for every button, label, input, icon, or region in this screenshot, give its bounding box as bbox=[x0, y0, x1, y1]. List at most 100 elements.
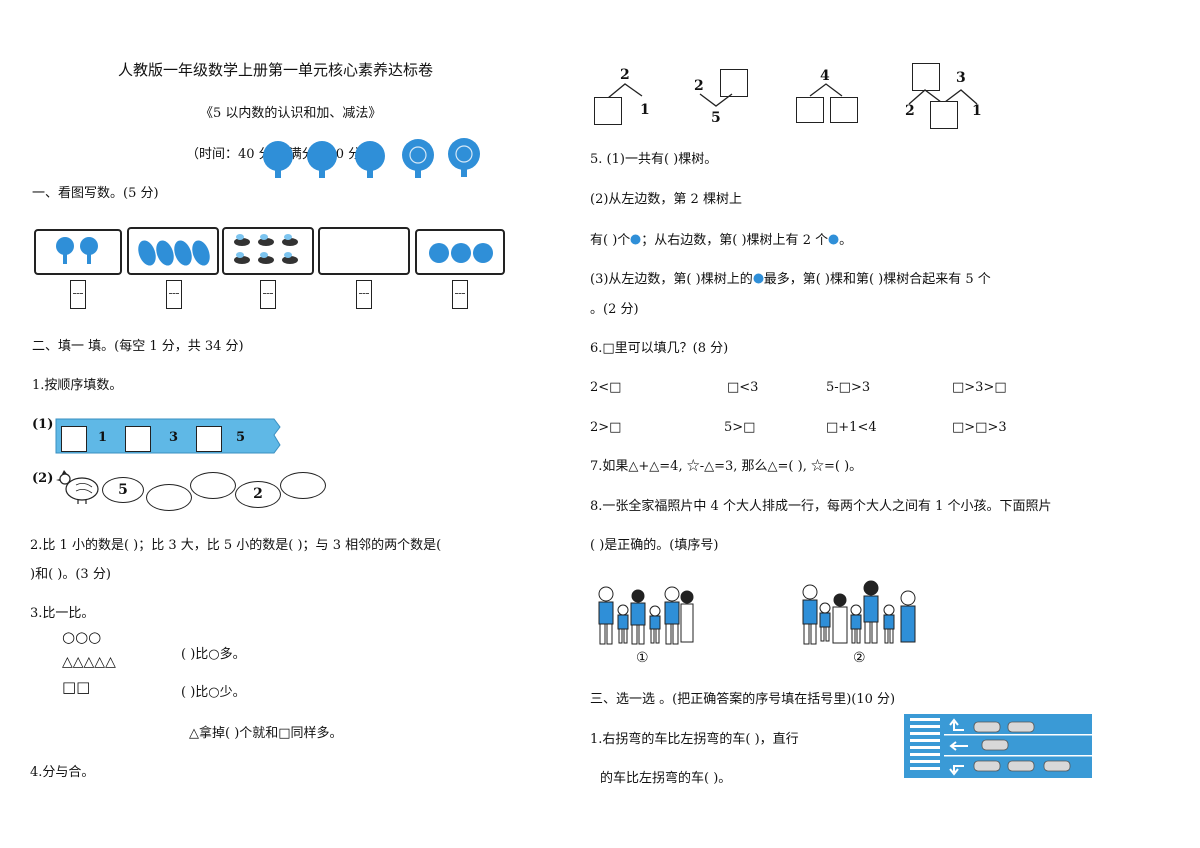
number-bond-lines bbox=[699, 93, 733, 107]
blank-box[interactable] bbox=[594, 97, 622, 125]
question-2-2-line2: )和( )。(3 分) bbox=[30, 567, 111, 582]
tree-icon bbox=[355, 141, 385, 178]
inequality: 2>□ bbox=[590, 420, 622, 435]
blank-box[interactable] bbox=[125, 426, 151, 452]
section-2-heading: 二、填一 填。(每空 1 分，共 34 分) bbox=[32, 339, 244, 354]
strawberry-icon bbox=[429, 243, 493, 263]
question-3-1-line1: 1.右拐弯的车比左拐弯的车( )，直行 bbox=[590, 732, 799, 747]
tree-icon bbox=[307, 141, 337, 178]
question-5-2-cont: 有( )个 ；从右边数，第( )棵树上有 2 个。 bbox=[590, 233, 852, 247]
answer-box[interactable] bbox=[166, 280, 182, 309]
strip-number: 3 bbox=[169, 430, 179, 445]
number-bond-value: 1 bbox=[640, 102, 650, 118]
question-3-1-line2: 的车比左拐弯的车( )。 bbox=[600, 771, 732, 786]
inequality: 2<□ bbox=[590, 380, 622, 395]
compare-blank-less: ( )比○少。 bbox=[181, 685, 246, 700]
blue-dot-icon bbox=[753, 273, 764, 284]
photo-label: ① bbox=[636, 650, 649, 666]
blank-box[interactable] bbox=[61, 426, 87, 452]
question-2-2-line1: 2.比 1 小的数是( )；比 3 大，比 5 小的数是( )；与 3 相邻的两… bbox=[30, 538, 442, 553]
number-bond-value: 2 bbox=[905, 103, 915, 119]
text-segment: 。 bbox=[839, 233, 853, 248]
blank-oval[interactable] bbox=[146, 484, 192, 511]
hen-icon bbox=[56, 470, 99, 504]
inequality: □>3>□ bbox=[952, 380, 1007, 395]
part-label: (2) bbox=[32, 471, 54, 486]
text-segment: ；从右边数，第( )棵树上有 2 个 bbox=[641, 233, 829, 248]
triangles-row: △△△△△ bbox=[62, 654, 116, 670]
picture-box-strawberries bbox=[415, 229, 505, 275]
blank-box[interactable] bbox=[930, 101, 958, 129]
blank-box[interactable] bbox=[720, 69, 748, 97]
inequality: □<3 bbox=[727, 380, 759, 395]
blue-dot-icon bbox=[630, 234, 641, 245]
circles-row: ○○○ bbox=[62, 628, 102, 646]
question-8-line1: 8.一张全家福照片中 4 个大人排成一行，每两个大人之间有 1 个小孩。下面照片 bbox=[590, 499, 1052, 514]
page-subtitle: 《5 以内数的认识和加、减法》 bbox=[200, 106, 382, 121]
traffic-lanes-illustration bbox=[904, 714, 1092, 778]
number-bond-value: 2 bbox=[620, 67, 630, 83]
blank-oval[interactable] bbox=[280, 472, 326, 499]
blank-box[interactable] bbox=[830, 97, 858, 123]
answer-box[interactable] bbox=[70, 280, 86, 309]
question-5-3: (3)从左边数，第( )棵树上的最多，第( )棵和第( )棵树合起来有 5 个 bbox=[590, 272, 991, 286]
question-8-line2: ( )是正确的。(填序号) bbox=[590, 538, 719, 553]
picture-box-bees bbox=[222, 227, 314, 275]
tree-icon bbox=[56, 237, 98, 264]
inequality: 5-□>3 bbox=[826, 380, 871, 395]
family-photo-2 bbox=[802, 580, 916, 645]
answer-box[interactable] bbox=[260, 280, 276, 309]
strip-number: 1 bbox=[98, 430, 108, 445]
picture-box-trees bbox=[34, 229, 122, 275]
text-segment: 有( )个 bbox=[590, 233, 631, 248]
picture-box-eggplants bbox=[127, 227, 219, 275]
question-7: 7.如果△+△=4, ☆-△=3, 那么△=( ), ☆=( )。 bbox=[590, 459, 863, 474]
page-title: 人教版一年级数学上册第一单元核心素养达标卷 bbox=[118, 61, 434, 79]
compare-blank-more: ( )比○多。 bbox=[181, 647, 246, 662]
tree-icon bbox=[448, 138, 480, 177]
tree-icon bbox=[263, 141, 293, 178]
blank-box[interactable] bbox=[912, 63, 940, 91]
question-2-3: 3.比一比。 bbox=[30, 606, 95, 621]
section-3-heading: 三、选一选 。(把正确答案的序号填在括号里)(10 分) bbox=[590, 692, 896, 707]
tree-illustration-group bbox=[263, 138, 480, 178]
number-bond-value: 5 bbox=[711, 110, 721, 126]
number-bond-lines bbox=[607, 83, 643, 99]
number-oval: 5 bbox=[102, 477, 144, 503]
blank-oval[interactable] bbox=[190, 472, 236, 499]
photo-label: ② bbox=[853, 650, 866, 666]
text-segment: 最多，第( )棵和第( )棵树合起来有 5 个 bbox=[763, 272, 991, 287]
question-5-score: 。(2 分) bbox=[590, 302, 639, 317]
inequality: □+1<4 bbox=[826, 420, 877, 435]
eggplant-icon bbox=[138, 240, 210, 266]
number-bond-lines bbox=[809, 83, 843, 97]
inequality: 5>□ bbox=[724, 420, 756, 435]
question-5-2: (2)从左边数，第 2 棵树上 bbox=[590, 192, 742, 207]
question-2-4: 4.分与合。 bbox=[30, 765, 95, 780]
number-oval: 2 bbox=[235, 481, 281, 508]
bee-icon bbox=[234, 234, 298, 264]
answer-box[interactable] bbox=[356, 280, 372, 309]
number-bond-value: 1 bbox=[972, 103, 982, 119]
tree-icon bbox=[402, 139, 434, 178]
number-bond-lines bbox=[908, 89, 978, 105]
blue-dot-icon bbox=[828, 234, 839, 245]
number-strip bbox=[55, 418, 281, 454]
text-segment: (3)从左边数，第( )棵树上的 bbox=[590, 272, 753, 287]
number-bond-value: 2 bbox=[694, 78, 704, 94]
part-label: (1) bbox=[32, 417, 54, 432]
blank-box[interactable] bbox=[796, 97, 824, 123]
strip-number: 5 bbox=[236, 430, 246, 445]
inequality: □>□>3 bbox=[952, 420, 1007, 435]
picture-box-empty bbox=[318, 227, 410, 275]
question-5-1: 5. (1)一共有( )棵树。 bbox=[590, 152, 718, 167]
number-bond-value: 4 bbox=[820, 68, 830, 84]
number-bond-value: 3 bbox=[956, 70, 966, 86]
question-2-1: 1.按顺序填数。 bbox=[32, 378, 123, 393]
compare-blank-remove: △拿掉( )个就和□同样多。 bbox=[189, 726, 343, 741]
blank-box[interactable] bbox=[196, 426, 222, 452]
question-6: 6.□里可以填几？(8 分) bbox=[590, 341, 729, 356]
squares-row: □□ bbox=[62, 678, 91, 696]
answer-box[interactable] bbox=[452, 280, 468, 309]
section-1-heading: 一、看图写数。(5 分) bbox=[32, 186, 159, 201]
